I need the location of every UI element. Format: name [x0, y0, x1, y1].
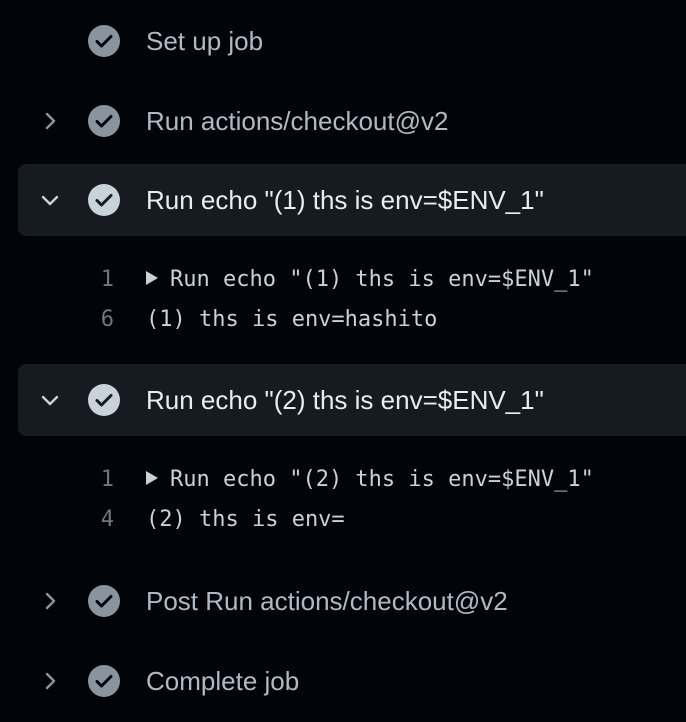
log-line[interactable]: 1 Run echo "(1) ths is env=$ENV_1" [0, 260, 686, 300]
chevron-down-icon[interactable] [40, 390, 60, 410]
line-number[interactable]: 1 [100, 467, 114, 492]
step-complete-job[interactable]: Complete job [18, 645, 686, 717]
check-circle-icon [88, 384, 120, 416]
step-run-echo-1[interactable]: Run echo "(1) ths is env=$ENV_1" [18, 164, 686, 236]
check-circle-icon [88, 585, 120, 617]
step-title: Run echo "(1) ths is env=$ENV_1" [146, 185, 544, 215]
step-title: Run actions/checkout@v2 [146, 106, 449, 136]
step-title: Post Run actions/checkout@v2 [146, 586, 508, 616]
step-title: Set up job [146, 26, 264, 56]
chevron-right-icon[interactable] [40, 591, 60, 611]
step-title: Run echo "(2) ths is env=$ENV_1" [146, 385, 544, 415]
check-circle-icon [88, 665, 120, 697]
log-line[interactable]: 1 Run echo "(2) ths is env=$ENV_1" [0, 460, 686, 500]
chevron-right-icon[interactable] [40, 111, 60, 131]
step-title: Complete job [146, 666, 300, 696]
chevron-down-icon[interactable] [40, 190, 60, 210]
expand-triangle-icon[interactable] [146, 471, 158, 485]
line-number[interactable]: 6 [100, 307, 114, 332]
line-number[interactable]: 4 [100, 507, 114, 532]
line-number[interactable]: 1 [100, 267, 114, 292]
expand-triangle-icon[interactable] [146, 271, 158, 285]
check-circle-icon [88, 105, 120, 137]
step-set-up-job[interactable]: Set up job [18, 5, 686, 77]
check-circle-icon [88, 184, 120, 216]
check-circle-icon [88, 25, 120, 57]
log-text: (2) ths is env= [146, 507, 345, 532]
log-line: 4 (2) ths is env= [0, 500, 686, 540]
step-run-echo-2[interactable]: Run echo "(2) ths is env=$ENV_1" [18, 364, 686, 436]
log-text: Run echo "(2) ths is env=$ENV_1" [170, 467, 594, 492]
log-text: (1) ths is env=hashito [146, 307, 438, 332]
step-post-run-checkout[interactable]: Post Run actions/checkout@v2 [18, 565, 686, 637]
step-run-checkout[interactable]: Run actions/checkout@v2 [18, 85, 686, 157]
chevron-right-icon[interactable] [40, 671, 60, 691]
log-line: 6 (1) ths is env=hashito [0, 300, 686, 340]
log-text: Run echo "(1) ths is env=$ENV_1" [170, 267, 594, 292]
